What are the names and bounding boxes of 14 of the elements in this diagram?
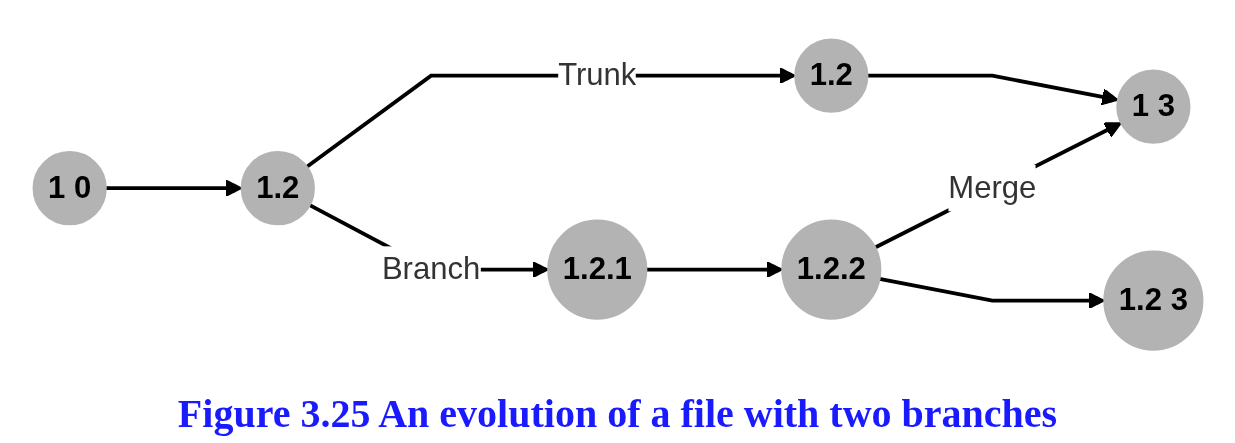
node-circle: 1 0 (32, 151, 107, 226)
node-circle: 1.2.1 (546, 219, 647, 321)
node-circle: 1.2.2 (780, 219, 881, 321)
node-circle: 1.2 (793, 38, 868, 114)
edge-label: Branch (381, 252, 480, 286)
arrow (105, 180, 242, 198)
caption: Figure 3.25 An evolution of a file with two branches (177, 390, 1058, 437)
node-circle: 1 3 (1115, 70, 1190, 145)
arrow (873, 122, 1122, 250)
edge-label: Merge (947, 171, 1036, 205)
node-circle: 1.2 3 (1102, 250, 1203, 352)
node-circle: 1.2 (240, 151, 315, 226)
arrow (866, 74, 1119, 106)
edge-label: Trunk (557, 58, 636, 92)
